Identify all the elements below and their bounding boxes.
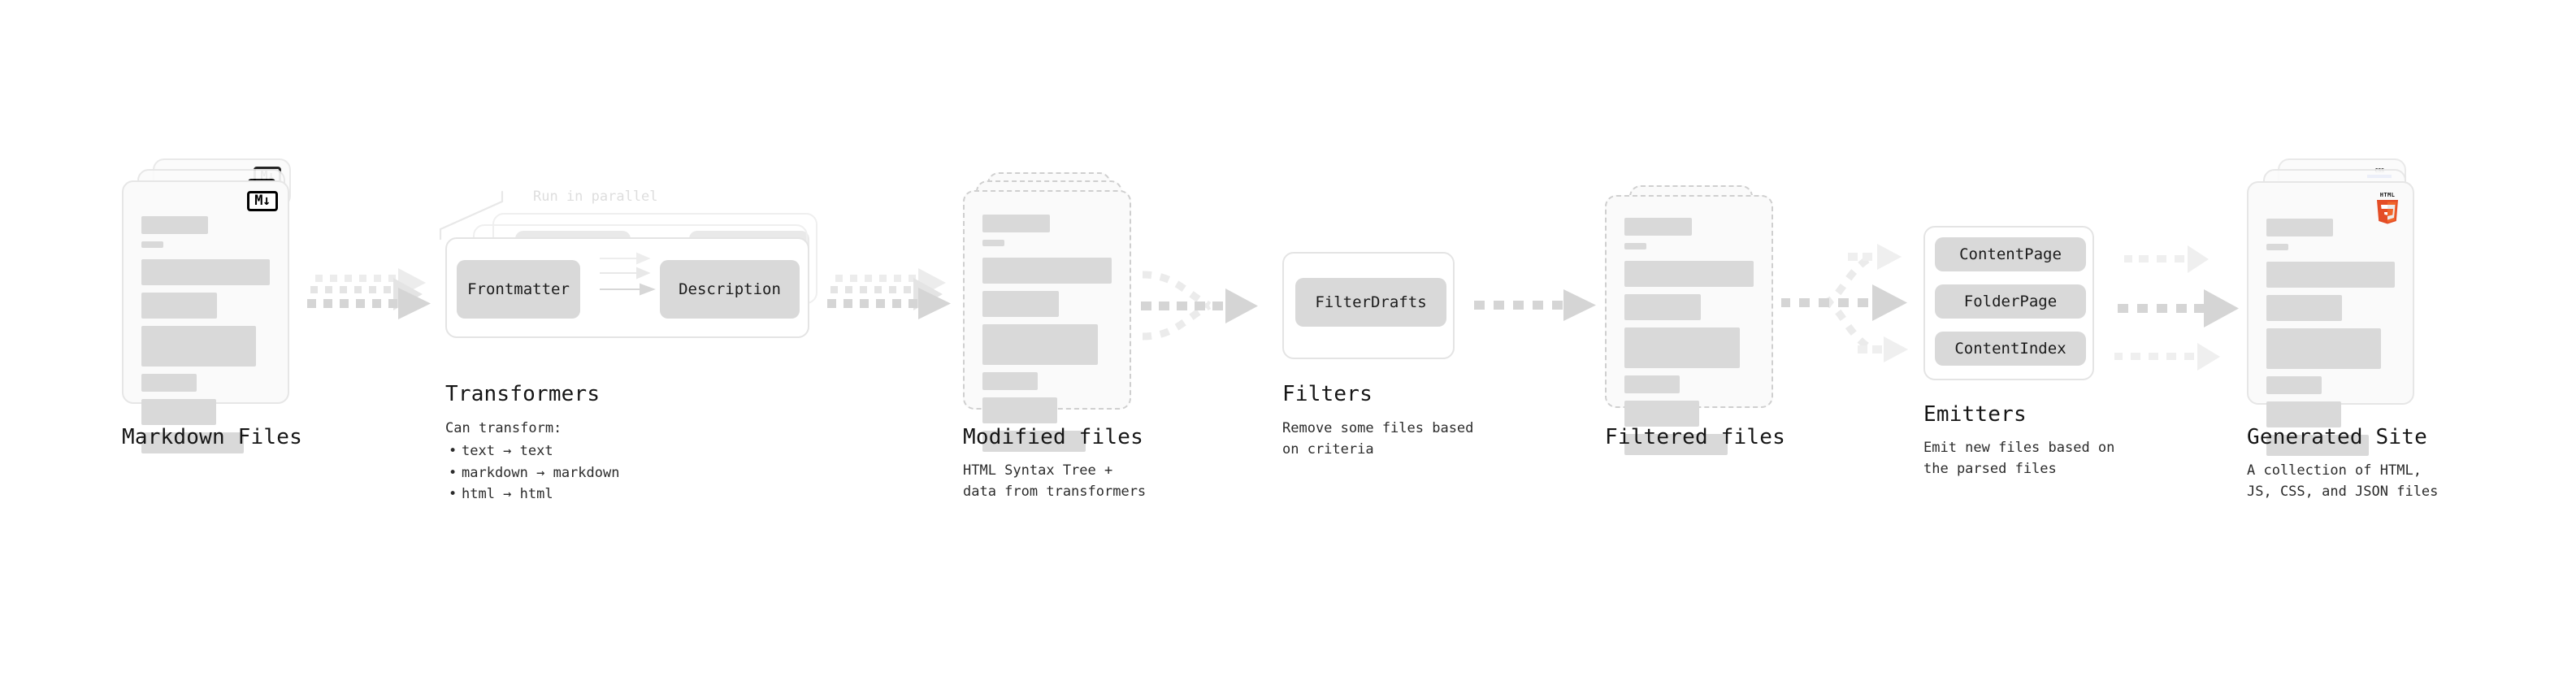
placeholder-bar [1624, 434, 1728, 455]
filtered-card-stack [1605, 185, 1780, 455]
connector-emitters-to-site [2113, 232, 2255, 379]
transformer-item-label: Frontmatter [467, 280, 570, 298]
stage-modified-files [963, 172, 1138, 452]
filters-box: FilterDrafts [1282, 252, 1455, 359]
connector-markdown-to-transformers [307, 268, 437, 332]
run-in-parallel-bracket [439, 190, 536, 242]
transformer-internal-arrows [600, 252, 658, 307]
placeholder-bar [2266, 435, 2370, 456]
caption-filters: Remove some files based on criteria [1282, 420, 1474, 458]
markdown-badge: M↓ [247, 191, 278, 211]
markdown-card-stack: M↓ M↓ M↓ [122, 158, 297, 453]
placeholder-bar [2266, 401, 2341, 427]
label-emitters: Emitters [1923, 402, 2027, 427]
placeholder-bar [982, 397, 1058, 423]
stage-markdown-files: M↓ M↓ M↓ [122, 158, 297, 453]
markdown-placeholder-bars [141, 216, 270, 461]
filtered-placeholder-bars [1624, 218, 1754, 462]
placeholder-bar [982, 324, 1098, 365]
placeholder-bar [982, 372, 1039, 390]
label-filtered-files: Filtered files [1605, 425, 1785, 449]
placeholder-bar [141, 399, 216, 425]
placeholder-bar [1624, 327, 1740, 368]
placeholder-bar [982, 291, 1059, 317]
transformer-item-description[interactable]: Description [660, 260, 800, 319]
transformer-box-front: Frontmatter Description [445, 237, 809, 338]
connector-filters-to-filtered [1474, 283, 1604, 328]
modified-card-front [963, 190, 1131, 452]
placeholder-bar [2266, 328, 2381, 369]
label-transformers: Transformers [445, 382, 601, 406]
filtered-card-front [1605, 195, 1773, 455]
transformers-caption: Can transform: text → text markdown → ma… [445, 418, 619, 505]
transformers-bullet-list: text → text markdown → markdown html → h… [445, 440, 620, 505]
placeholder-bar [2266, 219, 2334, 236]
caption-modified-files: HTML Syntax Tree + data from transformer… [963, 462, 1147, 501]
site-placeholder-bars [2266, 219, 2395, 463]
placeholder-bar [141, 326, 256, 367]
placeholder-bar [141, 216, 209, 234]
site-card-stack: CSS HTML [2247, 158, 2422, 456]
stage-generated-site: CSS HTML [2247, 158, 2422, 456]
connector-transformers-to-modified [827, 268, 957, 332]
label-modified-files: Modified files [963, 425, 1143, 449]
placeholder-bar [2266, 376, 2322, 394]
placeholder-bar [982, 258, 1112, 284]
filter-item-filterdrafts[interactable]: FilterDrafts [1295, 278, 1446, 327]
emitter-item-contentpage[interactable]: ContentPage [1935, 237, 2086, 271]
markdown-card-front: M↓ [122, 180, 289, 453]
placeholder-bar [982, 215, 1050, 232]
emitter-item-label: FolderPage [1963, 293, 2058, 310]
emitter-item-label: ContentPage [1959, 245, 2062, 263]
placeholder-bar [1624, 261, 1754, 287]
transformer-item-label: Description [679, 280, 781, 298]
transformers-bullet: markdown → markdown [449, 462, 620, 484]
run-in-parallel-label: Run in parallel [533, 189, 658, 205]
modified-placeholder-bars [982, 215, 1112, 459]
transformers-bullet: text → text [449, 440, 619, 462]
label-generated-site: Generated Site [2247, 425, 2427, 449]
emitter-item-label: ContentIndex [1954, 340, 2066, 358]
caption-emitters: Emit new files based on the parsed files [1923, 440, 2115, 478]
emitter-item-folderpage[interactable]: FolderPage [1935, 284, 2086, 319]
placeholder-bar [1624, 243, 1647, 249]
placeholder-bar [141, 293, 218, 319]
label-markdown-files: Markdown Files [122, 425, 302, 449]
placeholder-bar [141, 241, 163, 248]
placeholder-bar [2266, 244, 2288, 250]
svg-text:HTML: HTML [2380, 192, 2395, 198]
caption-generated-site: A collection of HTML, JS, CSS, and JSON … [2247, 462, 2439, 501]
filter-item-label: FilterDrafts [1315, 293, 1427, 311]
placeholder-bar [141, 374, 197, 392]
placeholder-bar [982, 431, 1086, 452]
site-card-front: HTML [2247, 181, 2414, 456]
transformers-caption-lead: Can transform: [445, 420, 562, 436]
stage-filtered-files [1605, 185, 1780, 455]
placeholder-bar [2266, 262, 2395, 288]
modified-card-stack [963, 172, 1138, 452]
connector-modified-to-filters [1134, 260, 1277, 354]
placeholder-bar [1624, 218, 1692, 236]
placeholder-bar [2266, 295, 2343, 321]
transformer-item-frontmatter[interactable]: Frontmatter [457, 260, 580, 319]
placeholder-bar [1624, 375, 1680, 393]
transformers-bullet: html → html [449, 484, 619, 505]
emitter-item-contentindex[interactable]: ContentIndex [1935, 332, 2086, 366]
emitters-box: ContentPage FolderPage ContentIndex [1923, 226, 2094, 380]
placeholder-bar [1624, 294, 1701, 320]
label-filters: Filters [1282, 382, 1373, 406]
placeholder-bar [982, 240, 1005, 246]
placeholder-bar [1624, 401, 1700, 427]
connector-filtered-to-emitters [1781, 229, 1923, 375]
markdown-badge-text: M↓ [254, 193, 271, 209]
placeholder-bar [141, 259, 270, 285]
html5-badge: HTML [2374, 190, 2401, 224]
placeholder-bar [141, 432, 245, 453]
